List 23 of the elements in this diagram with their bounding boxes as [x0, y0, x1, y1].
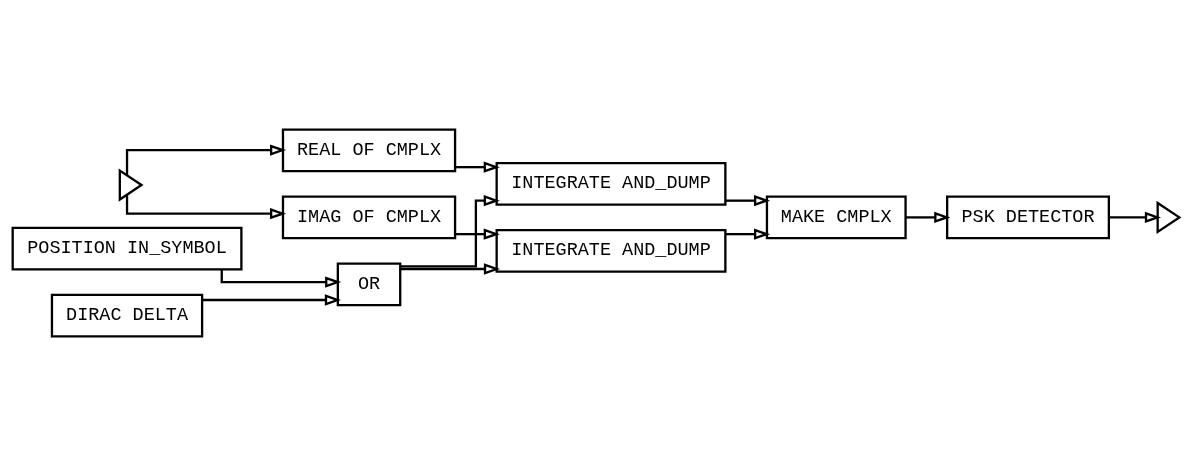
arrow [906, 211, 951, 223]
arrow [1109, 211, 1162, 223]
node-triangle [1156, 200, 1182, 234]
node-triangle [118, 167, 144, 202]
node-box: DIRAC DELTA [50, 293, 204, 338]
arrow [400, 194, 500, 267]
node-box: IMAG OF CMPLX [281, 194, 457, 239]
node-box: POSITION IN_SYMBOL [11, 226, 243, 271]
node-box: INTEGRATE AND_DUMP [495, 228, 727, 273]
node-box: MAKE CMPLX [765, 194, 907, 239]
node-box: REAL OF CMPLX [281, 127, 457, 172]
arrow [125, 143, 287, 175]
arrow [220, 269, 342, 288]
node-box: PSK DETECTOR [946, 194, 1110, 239]
arrow [455, 228, 500, 240]
arrow [125, 194, 287, 219]
arrow [400, 262, 501, 275]
arrow [725, 194, 771, 206]
arrow [202, 293, 342, 306]
node-box: OR [336, 261, 402, 306]
arrow [455, 161, 500, 173]
node-box: INTEGRATE AND_DUMP [495, 161, 727, 206]
arrow [725, 228, 771, 240]
